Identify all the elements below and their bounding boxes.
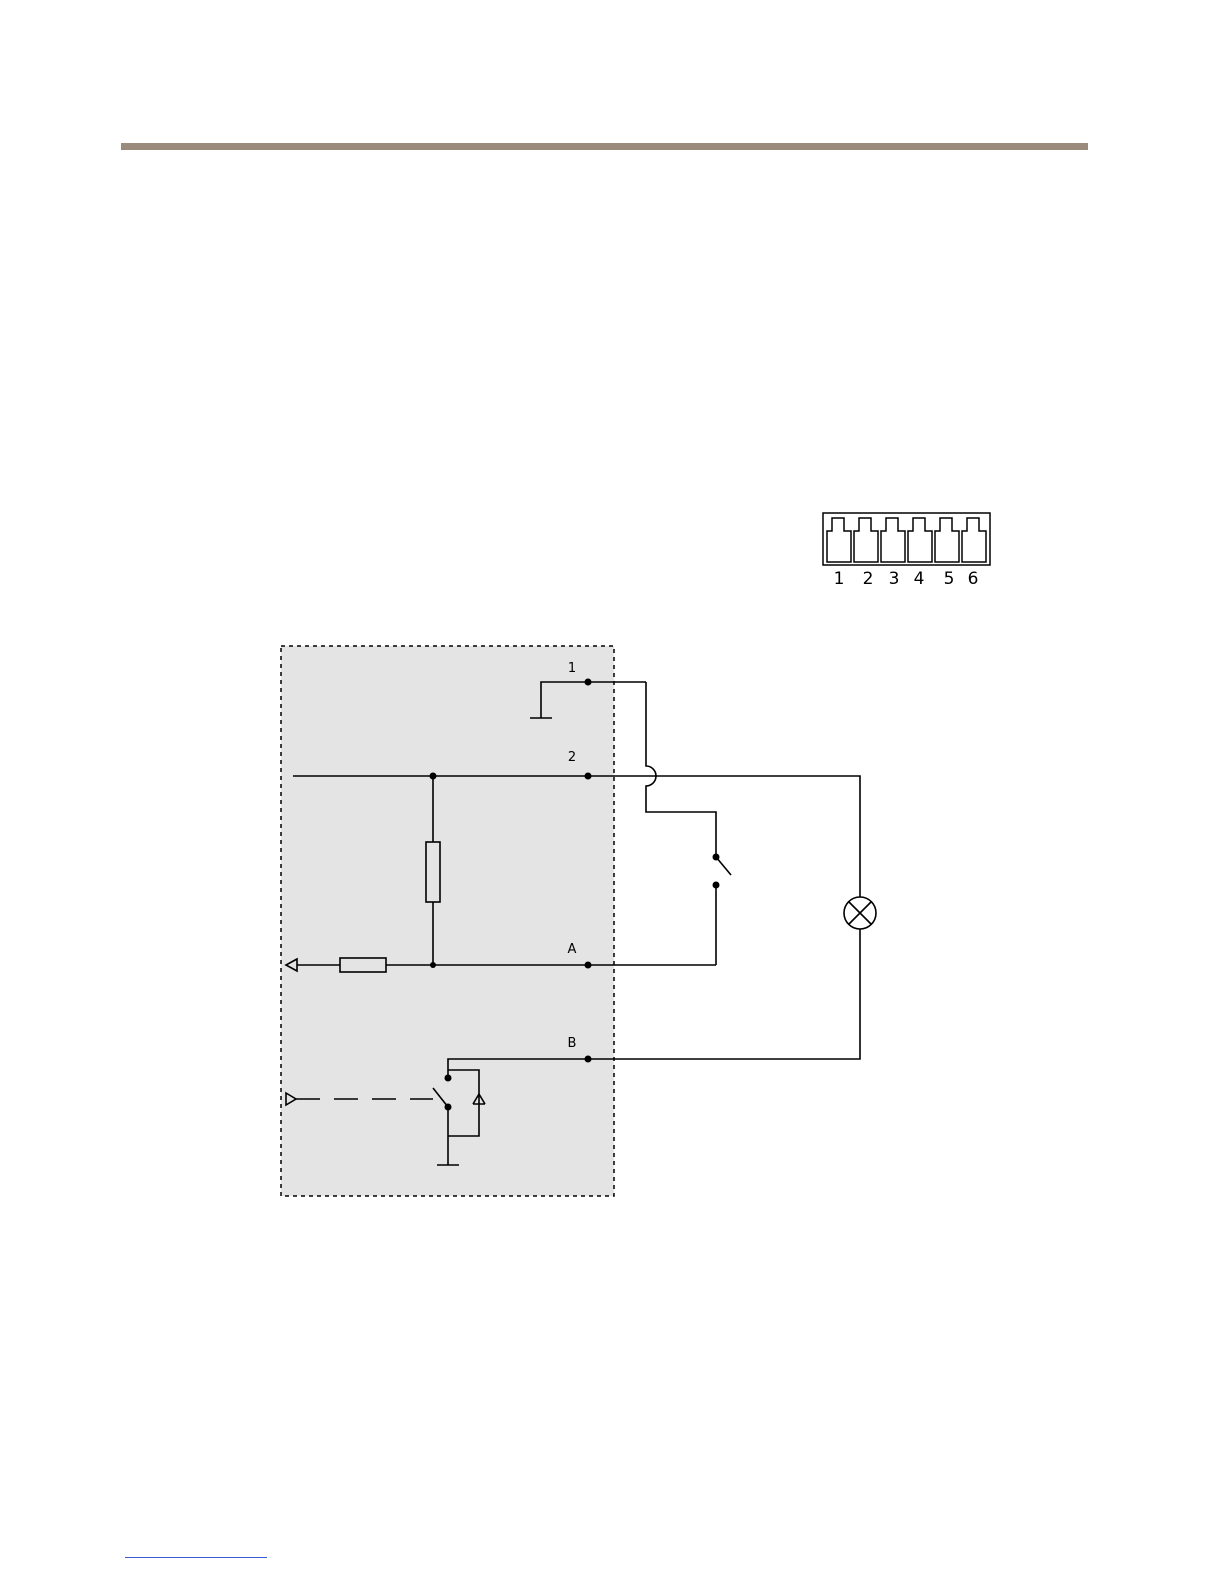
pin-label-2: 2 <box>863 569 874 589</box>
lamp-cross <box>849 902 871 924</box>
junction-dot <box>430 962 436 968</box>
junction-dot <box>430 773 437 780</box>
terminal-connector-icon <box>823 513 990 565</box>
terminal-b-dot <box>585 1056 592 1063</box>
footer-link-underline[interactable] <box>125 1557 267 1558</box>
pin-label-5: 5 <box>944 569 955 589</box>
switch-contact-dot <box>713 882 720 889</box>
pin-label-4: 4 <box>914 569 925 589</box>
connector-housing <box>823 513 990 565</box>
pin-label-6: 6 <box>968 569 979 589</box>
terminal-1-dot <box>585 679 592 686</box>
terminal-1-wire <box>646 682 716 857</box>
terminal-label-a: A <box>568 942 577 957</box>
terminal-label-b: B <box>568 1036 577 1051</box>
external-switch-icon <box>716 857 731 875</box>
output-contact-dot <box>445 1075 452 1082</box>
pin-label-3: 3 <box>889 569 900 589</box>
switch-contact-dot <box>713 854 720 861</box>
output-contact-dot <box>445 1104 452 1111</box>
connector-pin-slot <box>827 518 986 562</box>
terminal-label-1: 1 <box>568 661 576 676</box>
connector-pin-labels: 1 2 3 4 5 6 <box>834 569 979 589</box>
pin-label-1: 1 <box>834 569 845 589</box>
terminal-a-dot <box>585 962 592 969</box>
terminal-label-2: 2 <box>568 750 576 765</box>
terminal-2-dot <box>585 773 592 780</box>
